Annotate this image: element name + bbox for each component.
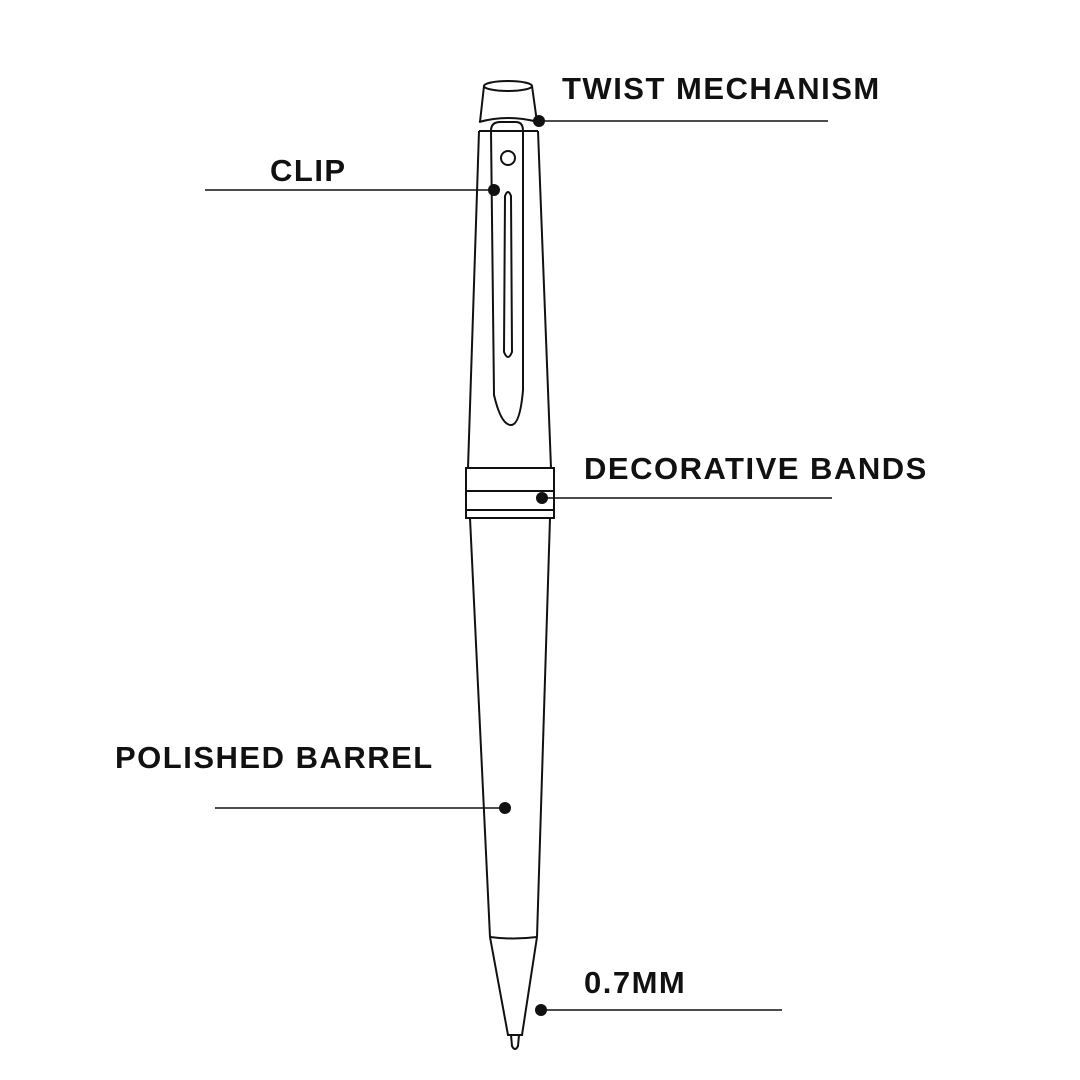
label-twist-mechanism: TWIST MECHANISM <box>562 71 881 106</box>
pen-cap-top <box>478 80 539 132</box>
tip-dot <box>535 1004 547 1016</box>
leader-lines <box>205 120 832 1011</box>
pen-clip <box>490 121 524 427</box>
pen-cap-body <box>467 130 552 469</box>
bands-dot <box>536 492 548 504</box>
pen-tip <box>489 936 538 1050</box>
label-polished-barrel: POLISHED BARREL <box>115 740 434 775</box>
label-clip: CLIP <box>270 153 347 188</box>
clip-dot <box>488 184 500 196</box>
pen-decorative-band <box>465 467 555 519</box>
label-tip-size: 0.7MM <box>584 965 687 1000</box>
callout-dots <box>488 115 548 1016</box>
pen-barrel <box>469 517 551 940</box>
barrel-dot <box>499 802 511 814</box>
twist-dot <box>533 115 545 127</box>
label-decorative-bands: DECORATIVE BANDS <box>584 451 928 486</box>
